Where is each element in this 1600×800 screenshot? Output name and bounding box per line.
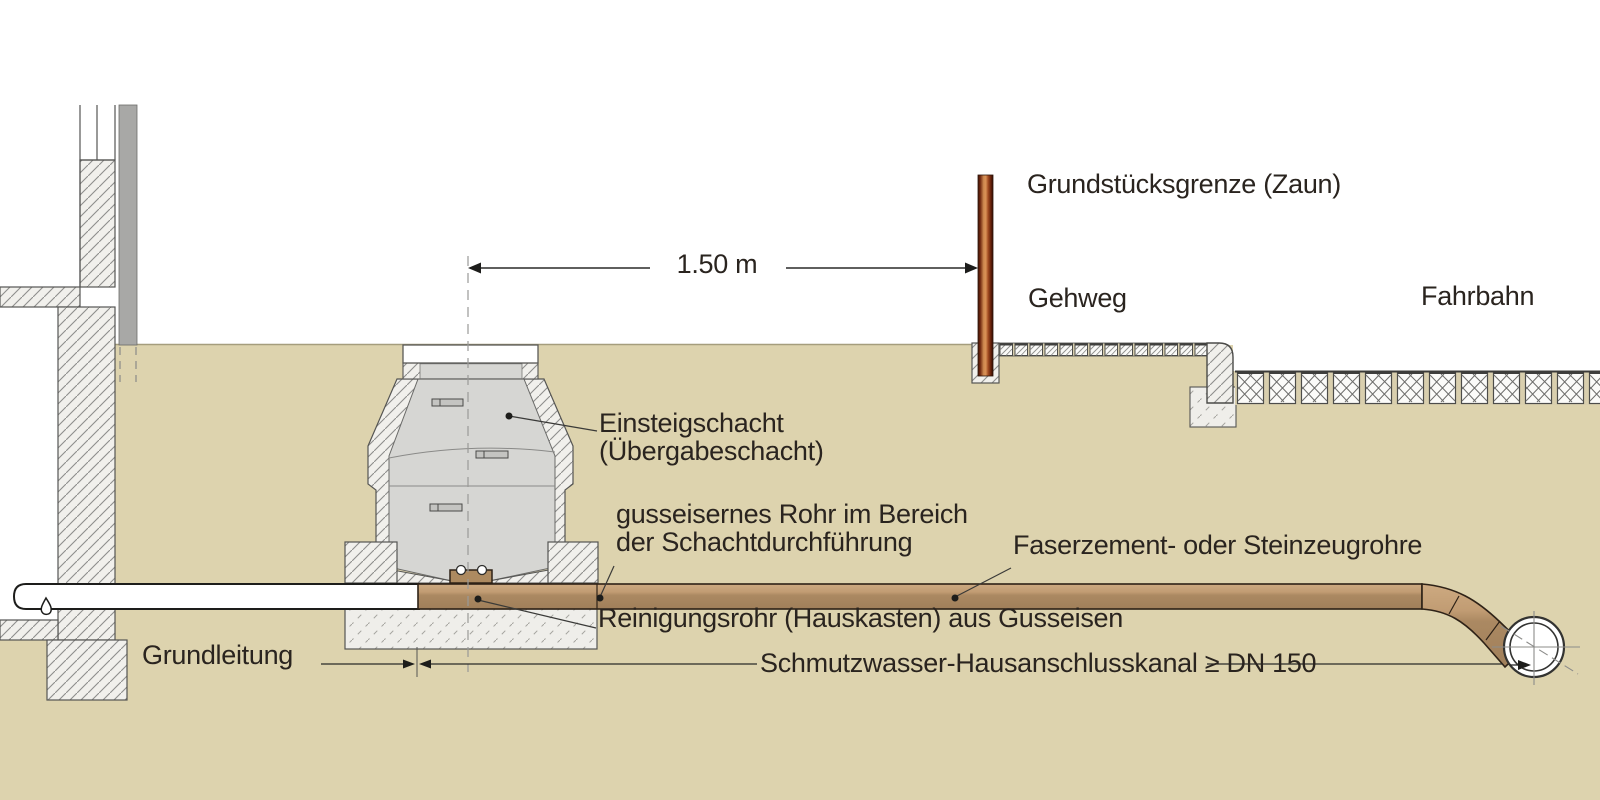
shaft-support-right [547, 541, 599, 584]
wall-masonry-lower [57, 306, 116, 585]
label-roadway: Fahrbahn [1421, 281, 1535, 311]
curb-stone [1206, 342, 1234, 404]
arrow-right-icon [1518, 660, 1531, 670]
label-sidewalk: Gehweg [1028, 283, 1127, 313]
label-pipe-material: Faserzement- oder Steinzeugrohre [1013, 530, 1423, 560]
house-base-pipe [12, 583, 420, 616]
label-manhole-shaft-line2: (Übergabeschacht) [599, 436, 824, 466]
arrow-right-icon [965, 262, 978, 274]
water-drop-icon [40, 596, 52, 616]
label-cast-iron-pipe: gusseisernes Rohr im Bereich der Schacht… [616, 500, 968, 556]
shaft-support-left [344, 541, 398, 584]
floor-slab [0, 286, 81, 308]
sidewalk-pavement [998, 342, 1208, 357]
label-cast-iron-line2: der Schachtdurchführung [616, 527, 913, 557]
label-manhole-shaft-line1: Einsteigschacht [599, 408, 784, 438]
wall-masonry-upper [79, 159, 116, 288]
shaft-interior [388, 378, 556, 582]
leader-lines [474, 412, 1012, 629]
dimension-1-50-m [468, 262, 978, 274]
manhole-shaft [344, 344, 599, 650]
label-sewer-channel: Schmutzwasser-Hausanschlusskanal ≥ DN 15… [760, 648, 1317, 678]
label-base-pipe: Grundleitung [142, 640, 294, 670]
curb [1189, 342, 1237, 428]
shaft-cover [402, 344, 539, 364]
building-wall [0, 104, 138, 701]
shaft-rungs [429, 398, 509, 512]
fence-post [971, 174, 1000, 384]
arrow-left-icon [419, 659, 431, 669]
label-cleaning-pipe: Reinigungsrohr (Hauskasten) aus Gusseise… [598, 603, 1123, 633]
grass-tufts [138, 315, 964, 346]
arrow-left-icon [468, 262, 481, 274]
basement-floor-slab [0, 619, 59, 641]
facade-layer [118, 104, 138, 346]
label-cast-iron-line1: gusseisernes Rohr im Bereich [616, 499, 968, 529]
sewer-connection-pipe [417, 583, 1528, 669]
bottom-dimension-lines [321, 647, 1531, 677]
label-property-boundary: Grundstücksgrenze (Zaun) [1027, 169, 1341, 199]
label-manhole-shaft: Einsteigschacht (Übergabeschacht) [599, 409, 824, 465]
road-pavement [1235, 370, 1600, 405]
shaft-foundation [344, 608, 598, 650]
wall-footing [46, 639, 128, 701]
label-distance: 1.50 m [676, 249, 758, 279]
arrow-right-icon [403, 659, 415, 669]
wall-below-pipe [57, 608, 116, 641]
